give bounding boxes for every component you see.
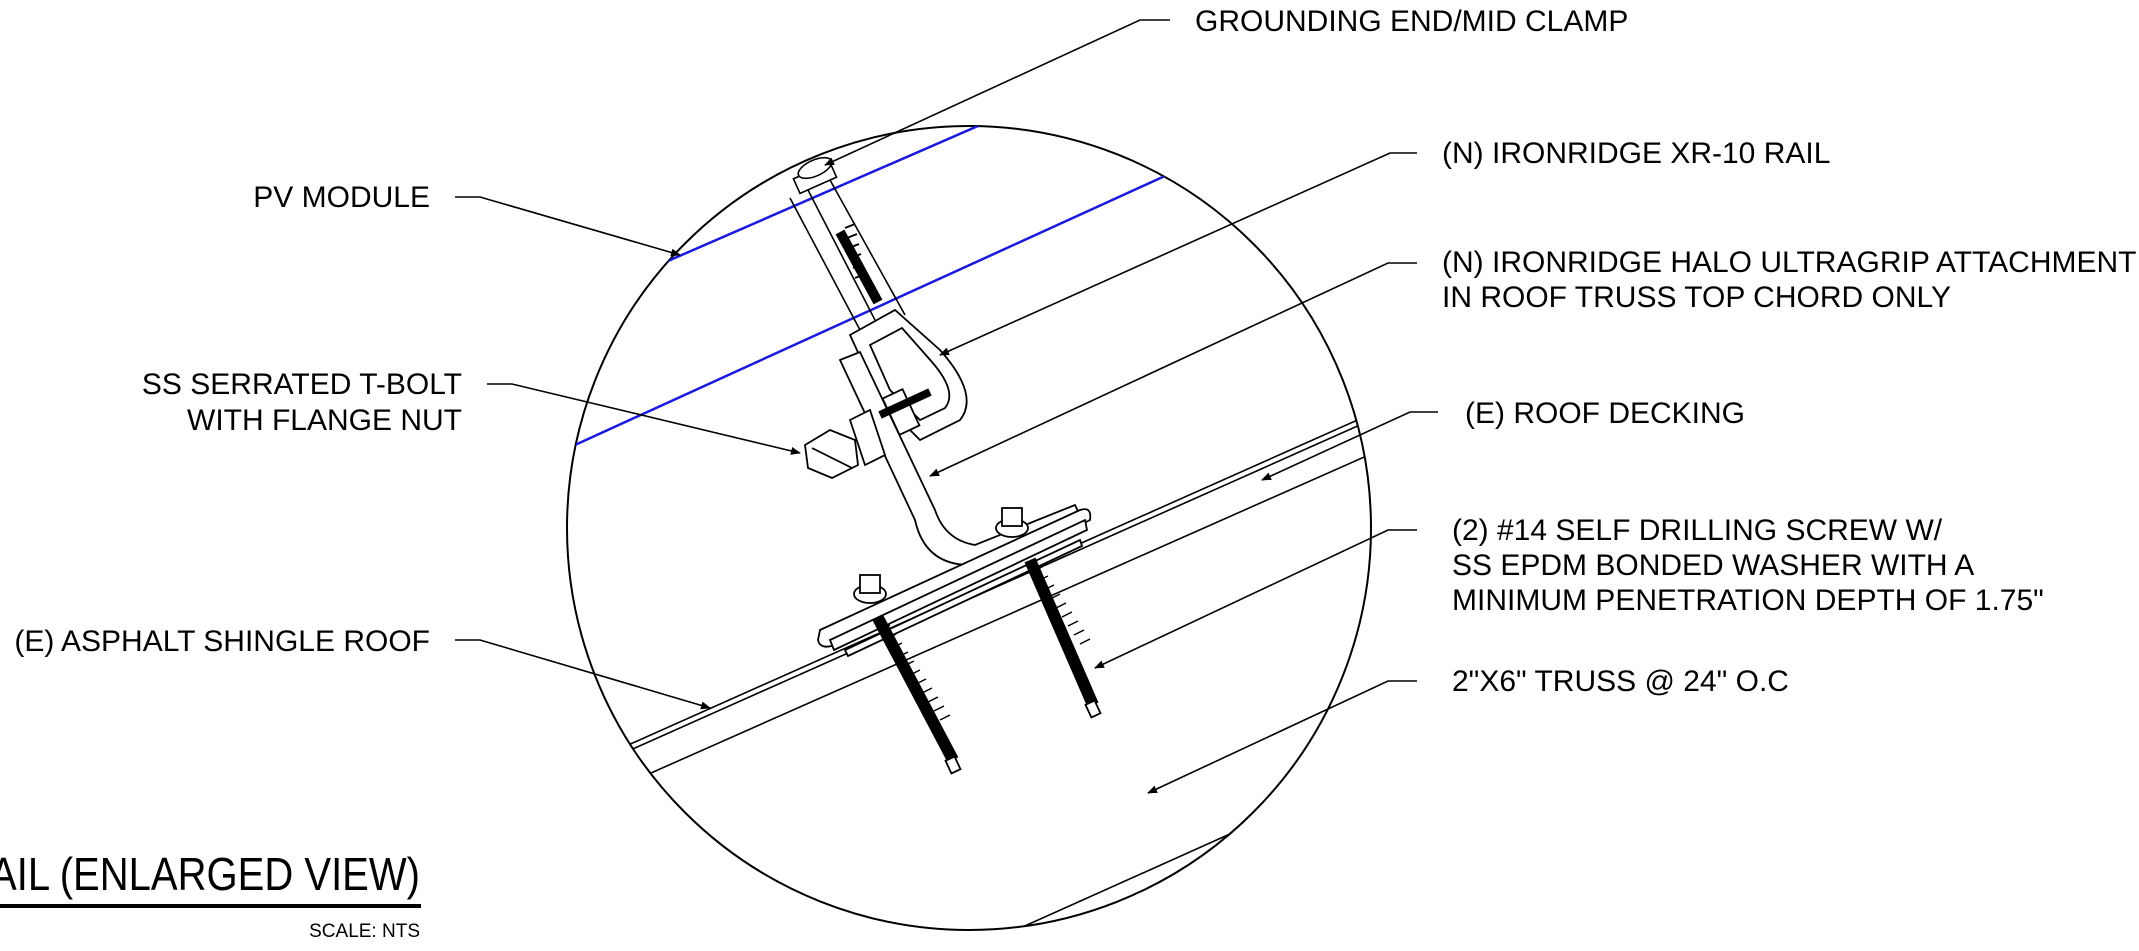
detail-circle (566, 125, 1372, 931)
scale-note: SCALE: NTS (309, 921, 420, 942)
leader-truss (1147, 680, 1417, 794)
label-truss: 2"X6" TRUSS @ 24" O.C (1452, 665, 1789, 698)
label-shingle: (E) ASPHALT SHINGLE ROOF (14, 625, 430, 658)
self-drilling-screw-right (995, 507, 1102, 719)
detail-title: AIL (ENLARGED VIEW) (0, 848, 420, 900)
label-attachment-1: (N) IRONRIDGE HALO ULTRAGRIP ATTACHMENT (1442, 246, 2137, 279)
pv-module-top-edge (567, 126, 1181, 310)
label-rail: (N) IRONRIDGE XR-10 RAIL (1442, 137, 1830, 170)
leader-pv-module (455, 196, 681, 257)
label-screw-3: MINIMUM PENETRATION DEPTH OF 1.75" (1452, 584, 2044, 617)
label-clamp: GROUNDING END/MID CLAMP (1195, 5, 1628, 38)
leader-tbolt (487, 383, 801, 455)
label-tbolt-1: SS SERRATED T-BOLT (142, 368, 462, 401)
t-bolt-flange-nut (804, 388, 932, 479)
leader-decking (1261, 411, 1438, 481)
leader-screw (1094, 529, 1417, 669)
self-drilling-screw-left (853, 574, 962, 775)
leader-rail (939, 152, 1417, 356)
label-decking: (E) ROOF DECKING (1465, 397, 1745, 430)
label-pv-module: PV MODULE (253, 181, 430, 214)
label-attachment-2: IN ROOF TRUSS TOP CHORD ONLY (1442, 281, 1951, 314)
grounding-clamp (789, 156, 906, 331)
label-screw-1: (2) #14 SELF DRILLING SCREW W/ (1452, 514, 1943, 547)
label-screw-2: SS EPDM BONDED WASHER WITH A (1452, 549, 1974, 582)
truss-bottom (959, 824, 1251, 930)
pv-module-bottom-edge (567, 158, 1201, 472)
decking-bottom (589, 449, 1371, 801)
label-tbolt-2: WITH FLANGE NUT (187, 404, 462, 437)
leader-attachment (929, 262, 1417, 477)
halo-ultragrip-attachment (817, 350, 1092, 658)
leader-shingle (455, 639, 711, 710)
leader-clamp (824, 19, 1170, 166)
